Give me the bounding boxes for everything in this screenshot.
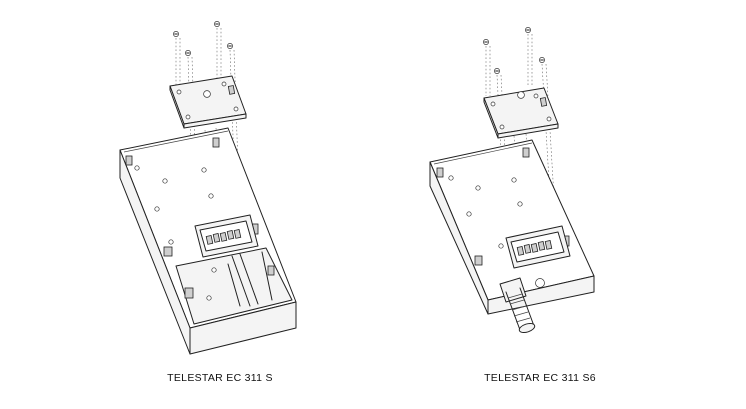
screw [214, 21, 220, 27]
terminal-block-right [505, 225, 571, 269]
terminal-block-left [194, 214, 259, 258]
screw [173, 31, 179, 37]
mounting-plate-right [483, 87, 559, 139]
screw [227, 43, 233, 49]
figure-ec311s6 [429, 27, 595, 334]
terminal-screws [516, 239, 553, 256]
screw [483, 39, 489, 45]
screw [185, 50, 191, 56]
screw [525, 27, 531, 33]
caption-ec311s6: TELESTAR EC 311 S6 [484, 372, 596, 384]
cable-gland [499, 277, 536, 334]
screw [539, 57, 545, 63]
terminal-screws [205, 228, 242, 245]
gland-threads [507, 293, 531, 323]
caption-ec311s: TELESTAR EC 311 S [167, 372, 273, 384]
figure-ec311s [119, 21, 297, 355]
mounting-plate-left [169, 75, 247, 129]
screws-left [173, 21, 233, 56]
screws-right [483, 27, 545, 74]
screw [494, 68, 500, 74]
cable-channel-left [175, 247, 293, 325]
